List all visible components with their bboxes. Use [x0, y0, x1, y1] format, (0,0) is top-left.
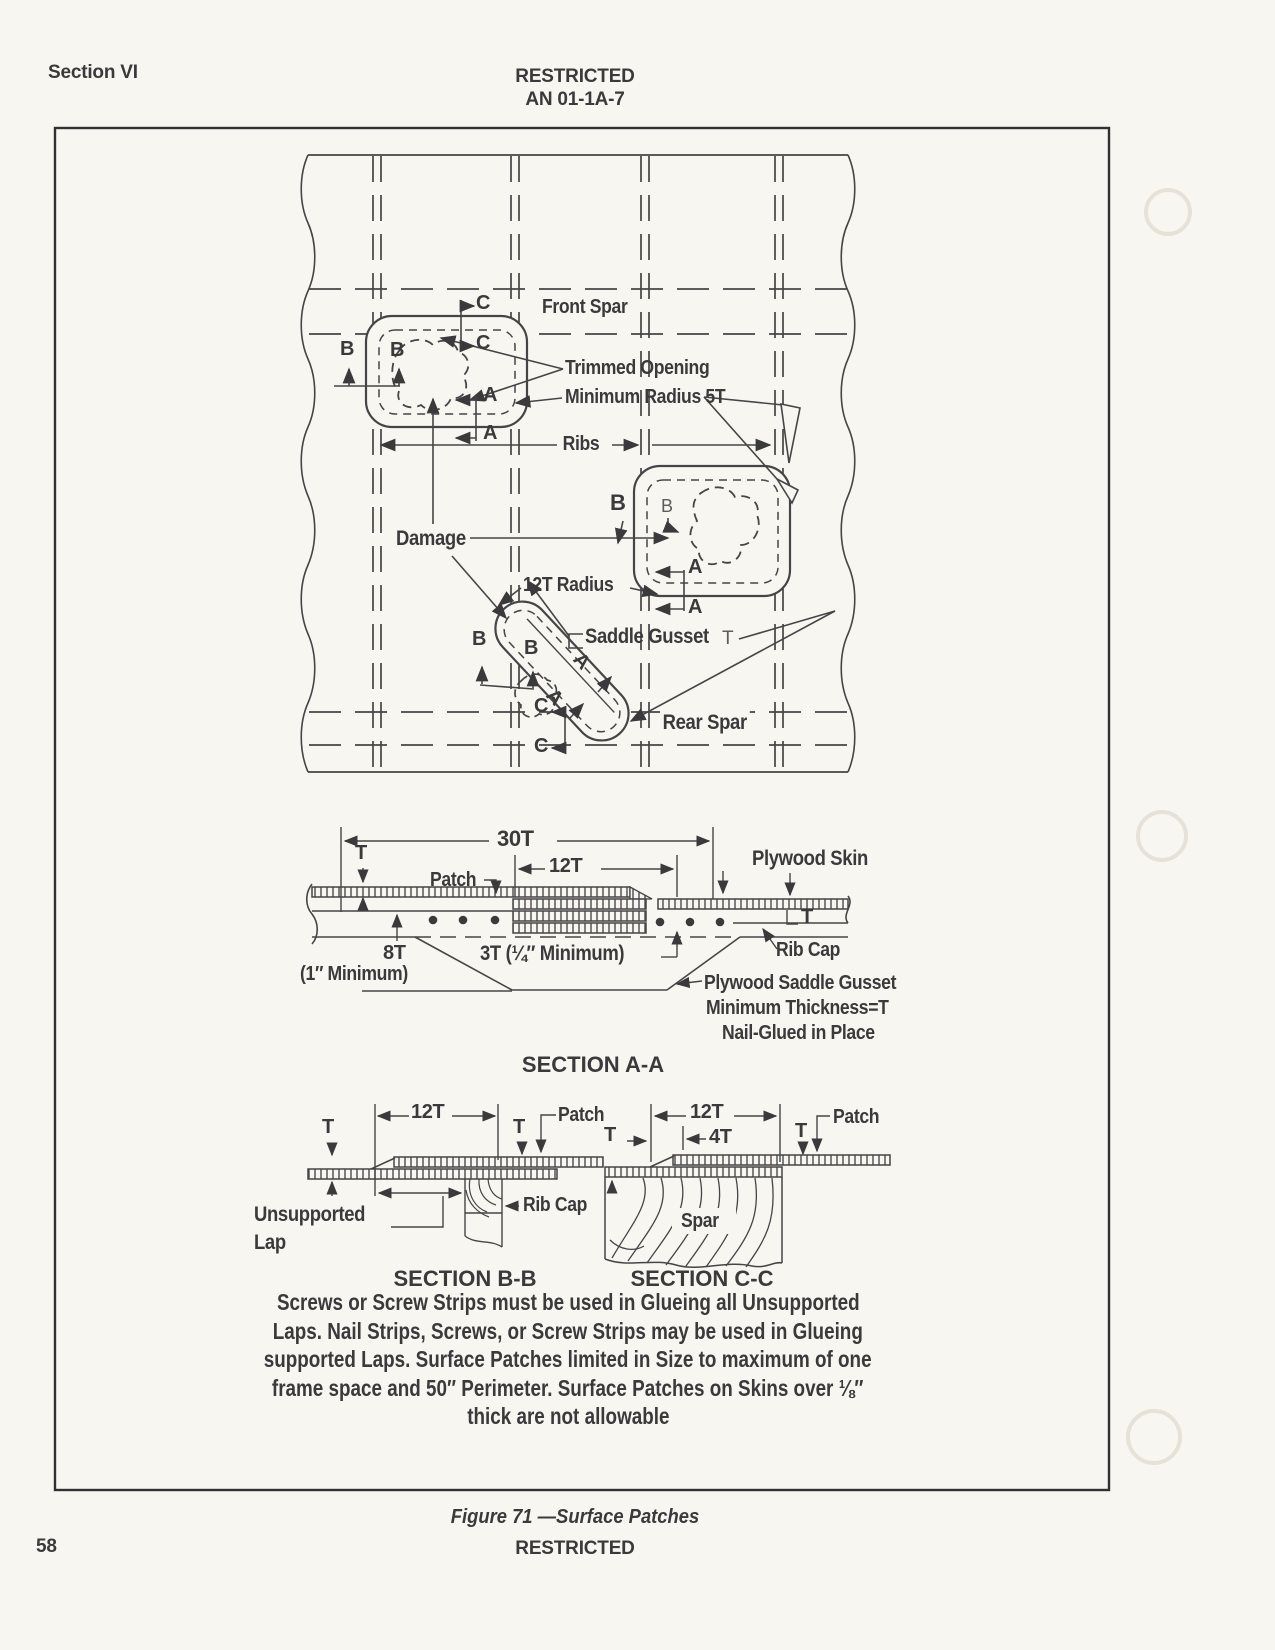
section-cc-title: SECTION C-C [630, 1266, 774, 1291]
label-front-spar: Front Spar [542, 296, 628, 318]
cc-patch: Patch [833, 1106, 880, 1128]
note-line-5: thick are not allowable [466, 1403, 670, 1429]
section-cut-marks [334, 299, 685, 755]
aa-dim-12t: 12T [549, 855, 583, 877]
left-break-edge [300, 154, 316, 773]
note-line-3: supported Laps. Surface Patches limited … [264, 1346, 872, 1372]
scan-artifacts [1126, 188, 1192, 1465]
aa-dimensions [340, 827, 798, 992]
note-line-2: Laps. Nail Strips, Screws, or Screw Stri… [272, 1317, 864, 1344]
section-cc-drawing [604, 1104, 891, 1269]
aa-plywood-skin: Plywood Skin [752, 847, 868, 870]
section-aa-title: SECTION A-A [521, 1052, 665, 1077]
label-minimum-radius: Minimum Radius 5T [565, 386, 726, 408]
section-bb-title: SECTION B-B [393, 1266, 537, 1291]
cc-t-right: T [795, 1120, 807, 1142]
label-12t-radius: 12T Radius [523, 574, 614, 596]
marker-a4: A [688, 596, 703, 618]
bb-unsupported: Unsupported [254, 1203, 366, 1226]
aa-patch: Patch [430, 869, 477, 891]
aa-dim-30t: 30T [497, 826, 534, 851]
marker-b5: B [472, 628, 487, 650]
cc-dim-12t: 12T [690, 1101, 724, 1123]
right-break-edge [840, 154, 856, 773]
bb-t-left: T [322, 1116, 334, 1138]
rib-cap-block [464, 1178, 503, 1248]
header-section: Section VI [48, 62, 138, 83]
marker-b4: B [661, 496, 673, 516]
bb-rib-cap: Rib Cap [523, 1194, 588, 1216]
marker-c2: C [476, 332, 491, 354]
marker-c3: C [534, 695, 549, 717]
aa-t-bracket: T [801, 906, 813, 928]
aa-rib-cap: Rib Cap [776, 939, 841, 961]
bb-patch: Patch [558, 1104, 605, 1126]
cc-spar: Spar [681, 1210, 719, 1232]
marker-c4: C [534, 735, 549, 757]
section-bb-drawing [307, 1104, 604, 1248]
label-rear-spar: Rear Spar [660, 711, 750, 735]
bb-t-right: T [513, 1116, 525, 1138]
aa-dim-3t: 3T (¼″ Minimum) [480, 942, 625, 965]
aa-gusset-note-3: Nail-Glued in Place [722, 1022, 875, 1044]
cc-dim-4t: 4T [709, 1126, 732, 1148]
marker-b3: B [610, 490, 626, 515]
bb-dimensions [326, 1104, 556, 1228]
footer-classification: RESTRICTED [515, 1538, 635, 1559]
nail-dots [428, 915, 725, 927]
header-doc-number: AN 01-1A-7 [525, 89, 625, 110]
label-damage: Damage [396, 527, 466, 550]
aa-gusset-note-2: Minimum Thickness=T [706, 997, 889, 1019]
marker-b6: B [524, 637, 539, 659]
cc-dimensions [606, 1104, 830, 1194]
bb-dim-12t: 12T [411, 1101, 445, 1123]
section-aa-drawing [305, 827, 851, 992]
note-line-1: Screws or Screw Strips must be used in G… [276, 1289, 860, 1315]
label-trimmed-opening: Trimmed Opening [565, 357, 710, 379]
marker-c1: C [476, 292, 491, 314]
page-number: 58 [36, 1536, 57, 1557]
marker-a3: A [688, 556, 703, 578]
aa-1in-minimum: (1″ Minimum) [300, 963, 408, 985]
marker-a1: A [483, 384, 498, 406]
note-line-4: frame space and 50″ Perimeter. Surface P… [272, 1374, 864, 1401]
marker-a2: A [483, 422, 498, 444]
aa-gusset-note-1: Plywood Saddle Gusset [704, 972, 897, 994]
aa-dim-8t: 8T [383, 942, 406, 964]
plan-view [300, 154, 856, 773]
usage-note: Screws or Screw Strips must be used in G… [248, 1288, 888, 1431]
label-gusset-t: T [722, 628, 734, 649]
figure-border [53, 126, 1111, 1492]
header-classification: RESTRICTED [515, 66, 635, 87]
marker-b1: B [340, 338, 355, 360]
right-break [845, 895, 851, 924]
damage-outline-1 [391, 338, 470, 411]
spar-block [604, 1177, 783, 1269]
bb-lap: Lap [254, 1231, 286, 1254]
figure-caption: Figure 71 —Surface Patches [450, 1506, 700, 1528]
aa-t-left: T [355, 842, 367, 864]
marker-b2: B [390, 339, 405, 361]
patch-3 [494, 600, 630, 742]
cc-t-left: T [604, 1124, 616, 1146]
label-ribs: Ribs [560, 433, 603, 456]
rib-lines [372, 156, 784, 771]
left-break [305, 883, 319, 945]
patch-1 [364, 314, 529, 429]
patch-2 [632, 464, 792, 598]
label-saddle-gusset: Saddle Gusset [585, 625, 709, 648]
